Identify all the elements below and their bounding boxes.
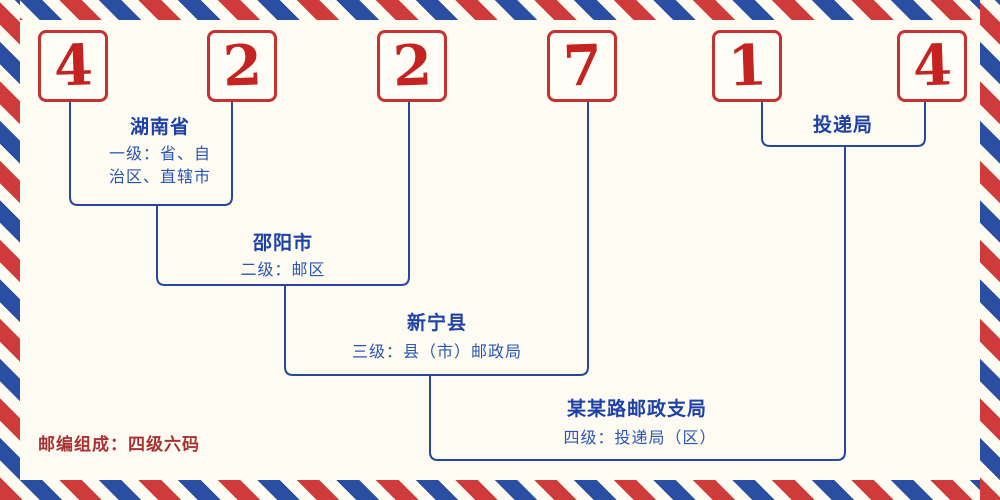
digit-box-3: 2 [377, 30, 447, 102]
digit-box-2: 2 [207, 30, 277, 102]
delivery-bureau-name: 投递局 [812, 114, 873, 136]
digit-box-4: 7 [547, 30, 617, 102]
composition-note: 邮编组成：四级六码 [38, 435, 200, 455]
digit-box-6: 4 [897, 30, 967, 102]
level4-desc: 四级：投递局（区） [563, 428, 717, 447]
airmail-border-right [980, 0, 1000, 500]
digit-box-1: 4 [38, 30, 108, 102]
airmail-border-top [0, 0, 1000, 20]
postal-digit-3: 2 [391, 32, 433, 100]
level2-desc: 二级：邮区 [240, 260, 326, 279]
postal-digit-6: 4 [911, 32, 953, 100]
level4-name: 某某路邮政支局 [566, 398, 707, 420]
level1-desc: 一级：省、自 治区、直辖市 [108, 144, 211, 187]
postal-digit-5: 1 [726, 32, 768, 100]
level3-desc: 三级：县（市）邮政局 [351, 342, 522, 361]
airmail-border-left [0, 0, 20, 500]
airmail-border-bottom [0, 480, 1000, 500]
postal-digit-4: 7 [561, 32, 603, 100]
level1-name: 湖南省 [129, 116, 190, 138]
level3-name: 新宁县 [406, 312, 467, 334]
digit-box-5: 1 [712, 30, 782, 102]
level2-name: 邵阳市 [252, 232, 313, 254]
postal-digit-2: 2 [221, 32, 263, 100]
postal-digit-1: 4 [52, 32, 94, 100]
